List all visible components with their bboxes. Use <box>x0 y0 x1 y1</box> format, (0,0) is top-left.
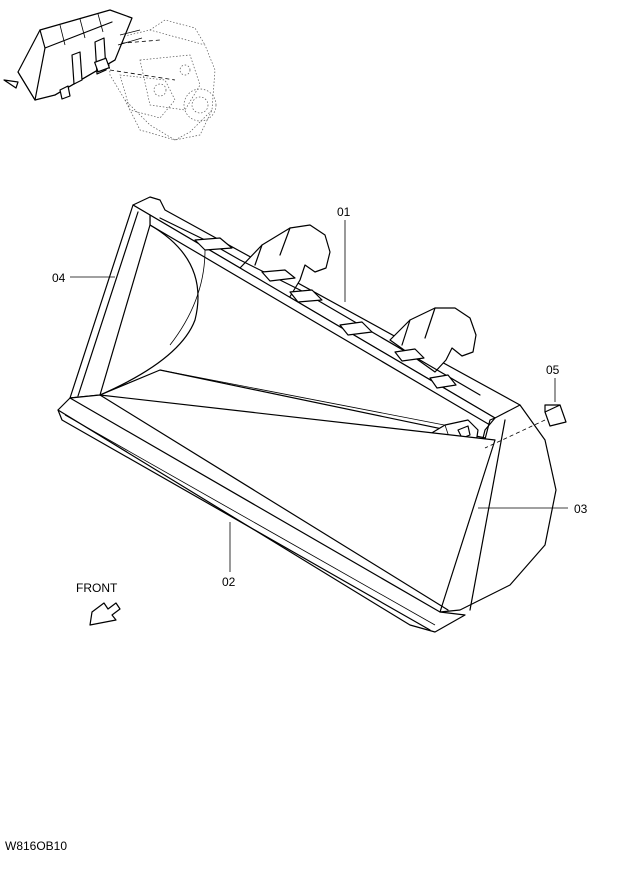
mini-bucket <box>3 9 143 101</box>
callout-04: 04 <box>52 271 66 285</box>
drawing-code: W816OB10 <box>5 839 67 853</box>
callout-01: 01 <box>337 205 351 219</box>
overview-thumbnail <box>3 9 217 141</box>
callout-02: 02 <box>222 575 236 589</box>
wear-liners <box>194 237 457 389</box>
arrow-down-left-icon <box>89 602 121 626</box>
leader-lines <box>70 220 568 572</box>
callout-03: 03 <box>574 502 588 516</box>
machine-outline-ghost <box>107 19 217 141</box>
front-label: FRONT <box>76 581 118 595</box>
mounting-ear-right <box>389 307 477 373</box>
wear-pad-05 <box>544 404 567 427</box>
side-plate-left <box>69 204 151 399</box>
callout-05: 05 <box>546 363 560 377</box>
bucket-assembly <box>57 196 567 633</box>
cutting-edge <box>57 394 496 633</box>
mounting-ear-left <box>239 224 331 301</box>
